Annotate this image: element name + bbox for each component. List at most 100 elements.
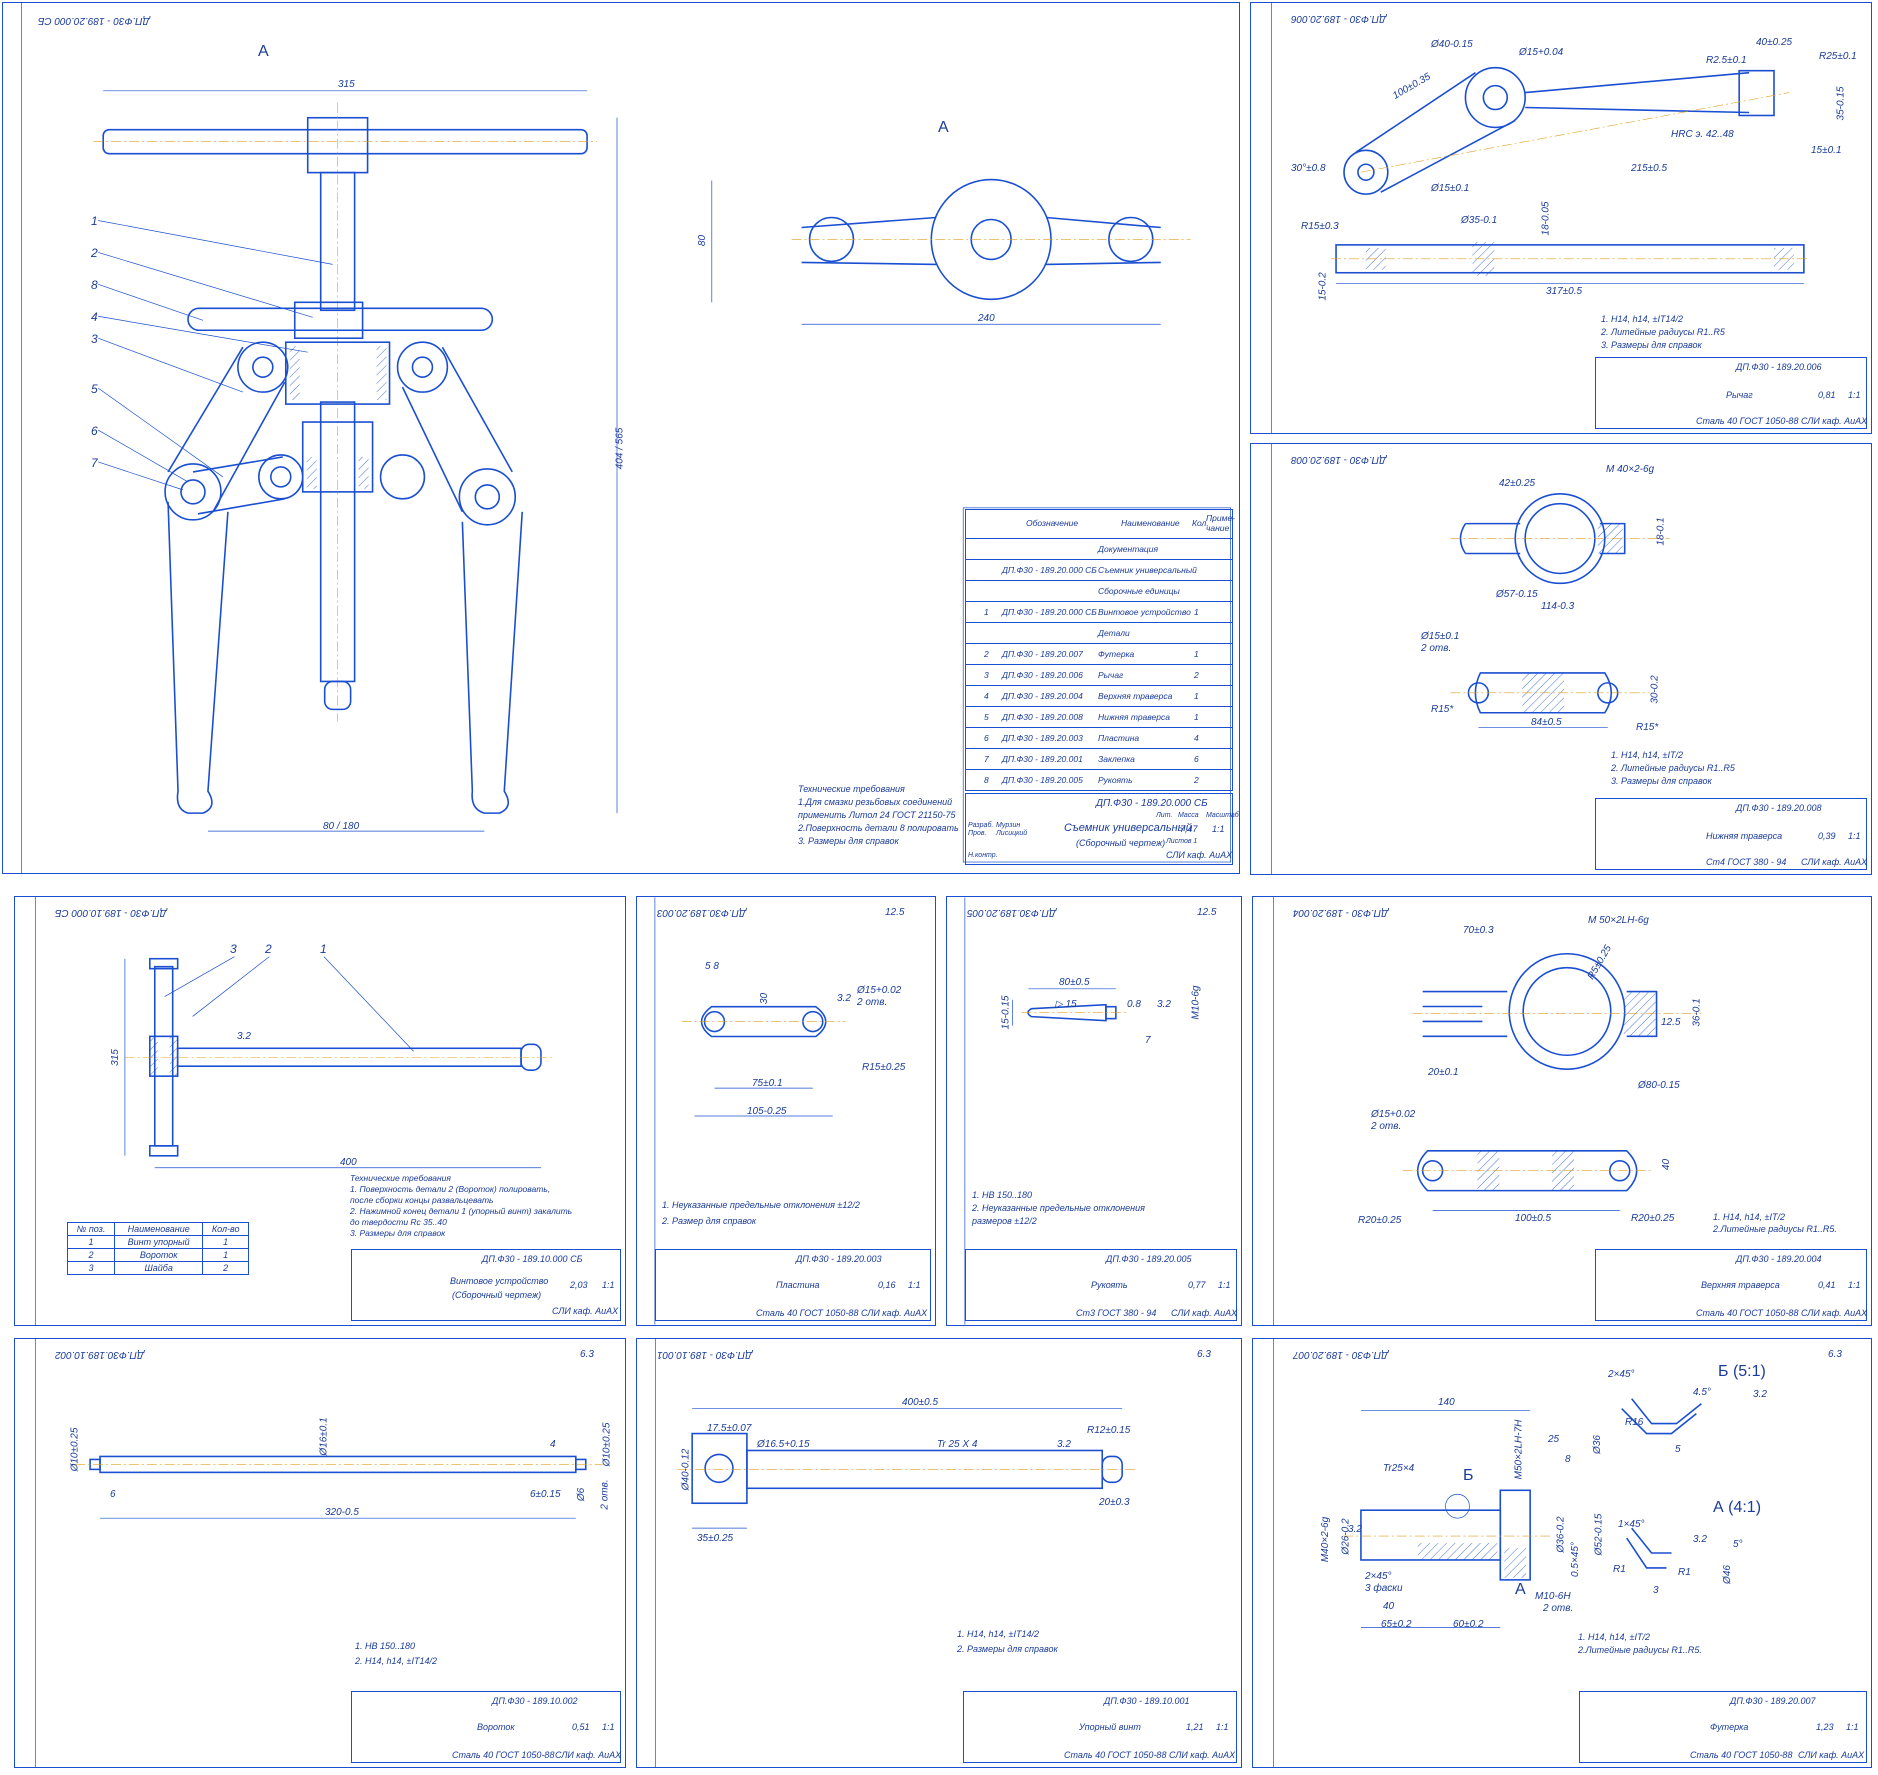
stamp-code: ДП.Ф30 - 189.20.004 [1736, 1254, 1822, 1264]
dim: 15±0.1 [1811, 145, 1842, 156]
parts-cell: 2 [67, 1248, 115, 1262]
stamp-lit-label: Лит. [1156, 812, 1173, 819]
stamp-code: ДП.Ф30 - 189.20.000 СБ [1096, 798, 1208, 809]
spec-row: Детали [966, 622, 1232, 644]
parts-cell: Шайба [113, 1261, 204, 1275]
tech-req-line: 1.Для смазки резьбовых соединений [798, 797, 953, 807]
parts-header-pos: № поз. [67, 1222, 115, 1236]
notes: 1. H14, h14, ±IT/2 2.Литейные радиусы R1… [1713, 1211, 1837, 1235]
dim: 65±0.2 [1381, 1619, 1412, 1630]
screw-unit-drawing [34, 897, 553, 1325]
spec-header-designation: Обозначение [1026, 518, 1079, 528]
stamp-nkontr: Н.контр. [968, 852, 998, 859]
dim: 80±0.5 [1059, 977, 1090, 988]
title-block: ДП.Ф30 - 189.20.004 Верхняя траверса Ста… [1595, 1249, 1867, 1321]
stamp-mass: 0,16 [878, 1280, 896, 1290]
note-line: 1. HB 150..180 [355, 1641, 416, 1651]
spec-row: Документация [966, 538, 1232, 560]
dim: 3.2 [1348, 1524, 1362, 1535]
dim: 320-0.5 [325, 1507, 359, 1518]
spec-row: Сборочные единицы [966, 580, 1232, 602]
stamp-org: СЛИ каф. АиАХ [552, 1306, 619, 1316]
stamp-title: Съемник универсальный [1064, 822, 1192, 834]
dim: Ø16.5+0.15 [757, 1439, 810, 1450]
dim: Ø15+0.04 [1519, 47, 1564, 58]
stamp-org: СЛИ каф. АиАХ [555, 1750, 622, 1760]
dim: 6 [110, 1489, 116, 1500]
spec-cell-designation: ДП.Ф30 - 189.20.005 [1002, 775, 1083, 785]
tech-req-line: 1. Поверхность детали 2 (Вороток) полиро… [350, 1184, 551, 1194]
dim: 42±0.25 [1499, 478, 1536, 489]
dim: 0.8 [1127, 999, 1141, 1010]
stamp-mass: 0,77 [1188, 1280, 1206, 1290]
sheet-thrust-screw: ДП.Ф30 - 189.10.001 6.3 400±0.5 17.5±0.0… [636, 1338, 1242, 1768]
note-line: 2. H14, h14, ±IT14/2 [355, 1656, 437, 1666]
stamp-org: СЛИ каф. АиАХ [861, 1308, 928, 1318]
dim: Ø46 [1721, 1565, 1733, 1584]
spec-cell-qty: 1 [1194, 649, 1199, 659]
spec-cell-name: Рычаг [1098, 670, 1124, 680]
stamp-title: Винтовое устройство [450, 1276, 549, 1286]
nut-drawing [1273, 1339, 1702, 1767]
stamp-material: Сталь 40 ГОСТ 1050-88 [1696, 1308, 1799, 1318]
parts-header-qty: Кол-во [202, 1222, 249, 1236]
note-line: 2. Литейные радиусы R1..R5 [1611, 763, 1735, 773]
dim: ▷ 15 [1055, 999, 1077, 1010]
dim: 140 [1438, 1397, 1455, 1408]
spec-cell-pos: 7 [984, 754, 989, 764]
parts-cell: Винт упорный [113, 1235, 204, 1249]
stamp-code: ДП.Ф30 - 189.20.003 [796, 1254, 882, 1264]
stamp-mass: 0,51 [572, 1722, 590, 1732]
wrench-drawing [34, 1339, 603, 1767]
dim: Ø80-0.15 [1638, 1080, 1680, 1091]
note-line: 1. H14, h14, ±IT/2 [1578, 1632, 1650, 1642]
dim: 3.2 [1157, 999, 1171, 1010]
parts-cell: Вороток [113, 1248, 204, 1262]
tech-req-line: Технические требования [798, 784, 905, 794]
spec-cell-designation: ДП.Ф30 - 189.20.000 СБ [1002, 565, 1097, 575]
spec-cell-designation: ДП.Ф30 - 189.20.007 [1002, 649, 1083, 659]
leader-label: 4 [91, 310, 98, 324]
stamp-sheets: Листов 1 [1166, 838, 1198, 845]
sheet-code: ДП.Ф30 - 189.20.004 [1293, 907, 1389, 918]
sheet-nut: ДП.Ф30 - 189.20.007 6.3 Б (5:1) А (4:1) … [1252, 1338, 1872, 1768]
tech-req-line: применить Литол 24 ГОСТ 21150-75 [798, 810, 956, 820]
tech-req-line: 2.Поверхность детали 8 полировать [798, 823, 959, 833]
dim: Tr 25 X 4 [937, 1439, 978, 1450]
dim: R25±0.1 [1819, 51, 1857, 62]
leader-label: 1 [320, 942, 327, 956]
dim: 2 отв. [1421, 643, 1452, 654]
spec-cell-pos: 3 [984, 670, 989, 680]
dim: 114-0.3 [1541, 601, 1575, 612]
dim: 30 [759, 992, 771, 1005]
parts-header: № поз. Наименование Кол-во [67, 1222, 249, 1236]
spec-cell-qty: 2 [1194, 775, 1199, 785]
title-block: ДП.Ф30 - 189.10.000 СБ Винтовое устройст… [351, 1249, 621, 1321]
stamp-scale: 1:1 [602, 1722, 615, 1732]
spec-cell-name: Съемник универсальный [1098, 565, 1197, 575]
dim: А [1515, 1581, 1526, 1598]
dim: 3.2 [237, 1031, 251, 1042]
dim: 400±0.5 [902, 1397, 939, 1408]
tech-requirements: Технические требования 1.Для смазки резь… [798, 783, 959, 848]
dim: R15* [1431, 704, 1454, 715]
dim: Ø10±0.25 [601, 1422, 613, 1467]
parts-table: № поз. Наименование Кол-во 1 Винт упорны… [67, 1222, 249, 1275]
dim: 5 [1675, 1444, 1681, 1455]
dim: 317±0.5 [1546, 286, 1583, 297]
note-line: 2.Литейные радиусы R1..R5. [1713, 1224, 1837, 1234]
spec-header: Обозначение Наименование Кол. Приме- чан… [966, 510, 1235, 538]
stamp-scale: 1:1 [1848, 831, 1861, 841]
sheet-code: ДП.Ф30 - 189.10.000 СБ [55, 907, 167, 918]
spec-cell-qty: 1 [1194, 691, 1199, 701]
dim: HRC э. 42..48 [1671, 129, 1734, 140]
spec-cell-name: Детали [1098, 628, 1130, 638]
notes: 1. H14, h14, ±IT14/2 2. Литейные радиусы… [1601, 313, 1725, 352]
note-line: 2. Литейные радиусы R1..R5 [1601, 327, 1725, 337]
sheet-handle: ДП.Ф30.189.20.005 12.5 80±0.5 15-0.15 ▷ … [946, 896, 1242, 1326]
notes: 1. H14, h14, ±IT14/2 2. Размеры для спра… [957, 1627, 1058, 1657]
stamp-scale: 1:1 [1212, 824, 1225, 834]
sheet-code: ДП.Ф30.189.20.003 [657, 907, 746, 918]
spec-cell-pos: 1 [984, 607, 989, 617]
